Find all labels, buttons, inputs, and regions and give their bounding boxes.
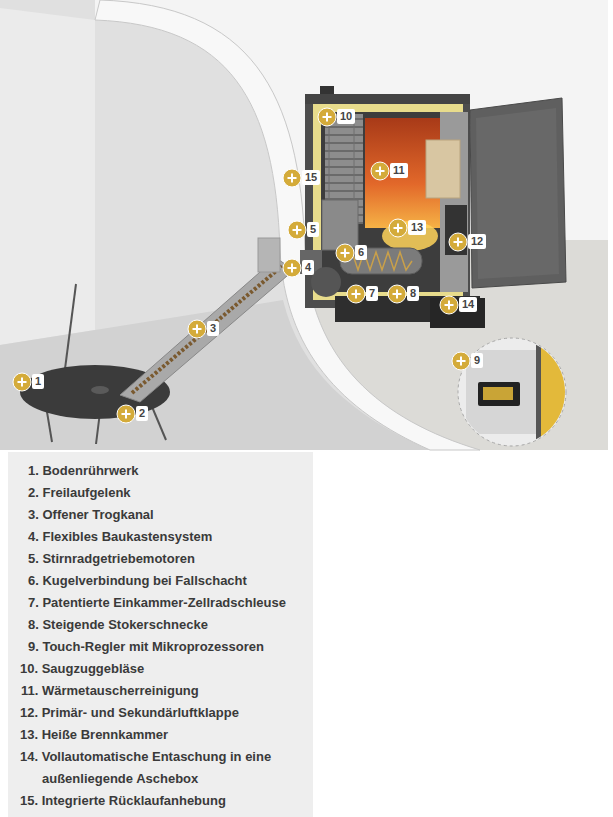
legend-item: 5. Stirnradgetriebemotoren — [8, 548, 293, 570]
callout-number: 12 — [468, 234, 486, 249]
controller-screen — [483, 387, 513, 400]
callout-number: 11 — [390, 163, 408, 178]
legend-item: 4. Flexibles Baukastensystem — [8, 526, 293, 548]
legend-panel: 1. Bodenrührwerk2. Freilaufgelenk3. Offe… — [8, 452, 313, 817]
legend-item: 2. Freilaufgelenk — [8, 482, 293, 504]
callout-number: 1 — [32, 374, 44, 389]
legend-item: 7. Patentierte Einkammer-Zellradschleuse — [8, 592, 293, 614]
inset-panel — [466, 350, 536, 434]
background — [0, 0, 608, 450]
touch-controller — [478, 382, 520, 406]
inset-edge — [536, 340, 541, 450]
callout-marker — [336, 244, 354, 262]
legend-item: 6. Kugelverbindung bei Fallschacht — [8, 570, 293, 592]
front-frame — [440, 112, 468, 292]
callout-number: 9 — [471, 353, 483, 368]
agitator-hub — [91, 386, 109, 394]
callout-number: 4 — [302, 260, 314, 275]
room-floor — [0, 300, 430, 450]
callout-marker — [283, 259, 301, 277]
door-panel — [476, 108, 559, 279]
callout-number: 15 — [302, 170, 320, 185]
callout-number: 8 — [407, 286, 419, 301]
legend-item: 12. Primär- und Sekundärluftklappe — [8, 702, 293, 724]
callout-marker — [388, 285, 406, 303]
callout-number: 10 — [337, 109, 355, 124]
callout-marker — [288, 221, 306, 239]
callout-marker — [449, 233, 467, 251]
callout-number: 6 — [355, 245, 367, 260]
room-wall — [0, 8, 95, 345]
door-insulation — [426, 140, 460, 198]
legend-item: 10. Saugzuggebläse — [8, 658, 293, 680]
air-flap — [445, 205, 467, 255]
callout-marker — [389, 219, 407, 237]
callout-marker — [188, 320, 206, 338]
callout-number: 2 — [136, 406, 148, 421]
callout-marker — [371, 162, 389, 180]
boiler-inner — [321, 112, 455, 292]
callout-number: 3 — [207, 321, 219, 336]
legend-item: 8. Steigende Stokerschnecke — [8, 614, 293, 636]
callout-marker — [117, 405, 135, 423]
callout-number: 14 — [459, 297, 477, 312]
legend-item: 13. Heiße Brennkammer — [8, 724, 293, 746]
callout-marker — [440, 296, 458, 314]
pellet-auger — [132, 266, 282, 393]
legend-item: 3. Offener Trogkanal — [8, 504, 293, 526]
callout-number: 7 — [366, 286, 378, 301]
wall-cut — [95, 0, 480, 450]
legend-item: 15. Integrierte Rücklaufanhebung — [8, 790, 293, 812]
callout-marker — [283, 169, 301, 187]
callout-marker — [347, 285, 365, 303]
callout-number: 13 — [408, 220, 426, 235]
conveyor-trough — [120, 258, 294, 402]
legend-item: 1. Bodenrührwerk — [8, 460, 293, 482]
callout-number: 5 — [307, 222, 319, 237]
boiler-door — [470, 98, 566, 288]
boiler-top — [305, 94, 470, 104]
callout-marker — [13, 373, 31, 391]
boiler-casing — [305, 94, 470, 308]
callout-marker — [452, 352, 470, 370]
callout-marker — [318, 108, 336, 126]
legend-item: 11. Wärmetauscherreinigung — [8, 680, 293, 702]
fall-shaft — [322, 200, 358, 250]
rotary-valve — [311, 267, 341, 297]
legend-item: 9. Touch-Regler mit Mikroprozessoren — [8, 636, 293, 658]
inset-detail — [466, 340, 571, 450]
inset-insulation — [541, 340, 571, 450]
wall-passthrough — [258, 238, 280, 272]
legend-item: 14. Vollautomatische Entaschung in eine … — [8, 746, 293, 790]
